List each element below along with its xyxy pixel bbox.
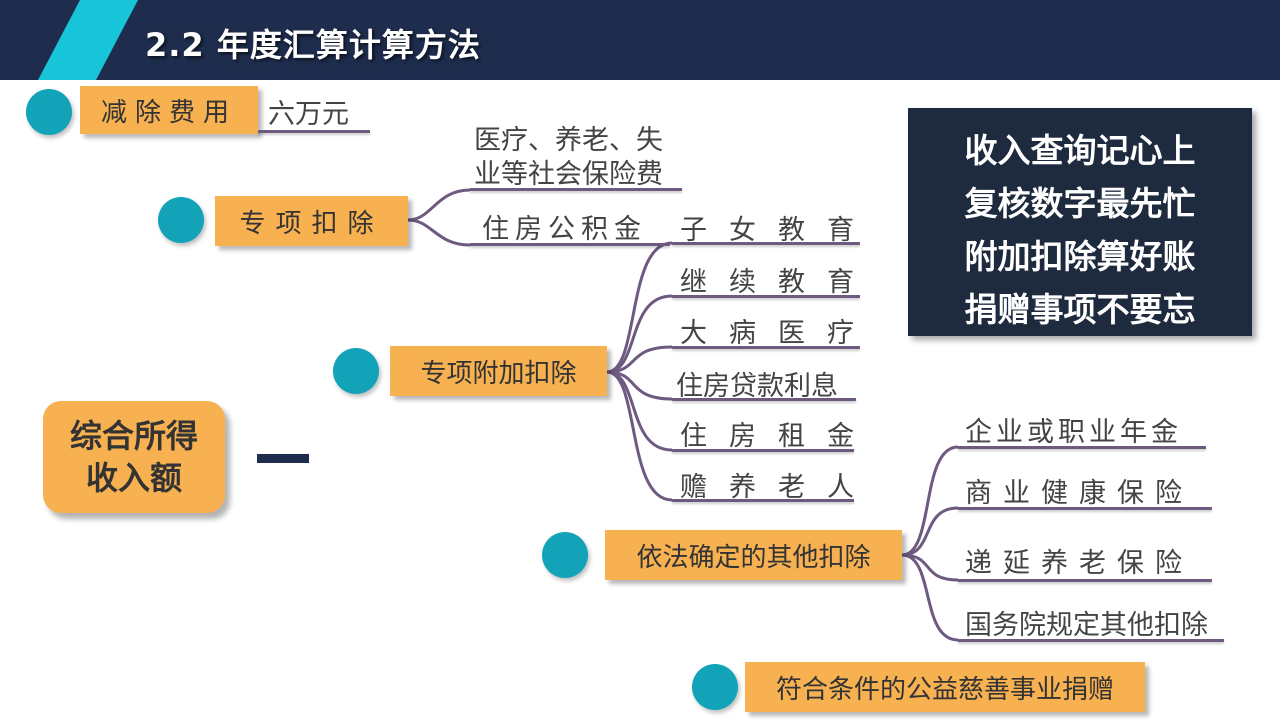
other-state-council: 国务院规定其他扣除 [965, 610, 1208, 641]
underline-state-council [958, 639, 1224, 642]
main-income-line1: 综合所得 [69, 417, 198, 455]
mnemonic-line-2: 复核数字最先忙 [964, 184, 1196, 223]
underline-mortgage-interest [672, 398, 856, 401]
box-other-deduction: 依法确定的其他扣除 [605, 530, 902, 580]
main-income-line2: 收入额 [85, 459, 182, 497]
mnemonic-line-4: 捐赠事项不要忘 [964, 290, 1196, 329]
additional-rent: 住房租金 [680, 421, 876, 452]
bullet-dot-donation [692, 664, 738, 710]
bullet-dot-special [158, 197, 204, 243]
underline-reduce [258, 130, 370, 133]
page-title: 2.2 年度汇算计算方法 [145, 26, 481, 64]
additional-continuing-education: 继续教育 [680, 267, 876, 298]
underline-child-education [672, 242, 860, 245]
underline-continuing-education [672, 295, 860, 298]
special-sub-housing-fund: 住房公积金 [482, 214, 647, 245]
box-special-deduction: 专项扣除 [215, 196, 408, 246]
special-sub-insurance-line1: 医疗、养老、失 [474, 125, 663, 156]
additional-child-education: 子女教育 [680, 215, 876, 246]
underline-rent [672, 449, 854, 452]
bullet-dot-other [542, 532, 588, 578]
main-income-box: 综合所得 收入额 [43, 401, 225, 513]
underline-housing-fund [470, 243, 670, 246]
additional-mortgage-interest: 住房贷款利息 [676, 371, 838, 402]
additional-medical: 大病医疗 [680, 318, 876, 349]
box-additional-deduction: 专项附加扣除 [390, 346, 607, 396]
underline-annuity [958, 446, 1206, 449]
bullet-dot-reduce [26, 89, 72, 135]
underline-medical [672, 346, 860, 349]
box-charity-donation: 符合条件的公益慈善事业捐赠 [745, 662, 1145, 712]
other-annuity: 企业或职业年金 [965, 417, 1182, 448]
underline-deferred-pension [958, 579, 1212, 582]
underline-health-insurance [958, 507, 1212, 510]
special-sub-insurance-line2: 业等社会保险费 [474, 159, 663, 190]
mnemonic-line-1: 收入查询记心上 [964, 131, 1196, 170]
additional-elderly-support: 赡养老人 [680, 472, 876, 503]
bullet-dot-additional [333, 348, 379, 394]
mnemonic-box: 收入查询记心上 复核数字最先忙 附加扣除算好账 捐赠事项不要忘 [908, 108, 1252, 336]
mnemonic-line-3: 附加扣除算好账 [964, 237, 1196, 276]
value-sixty-thousand: 六万元 [268, 99, 349, 130]
underline-elderly-support [672, 499, 854, 502]
header-bar [0, 0, 1280, 80]
box-reduce-expense: 减除费用 [80, 86, 258, 134]
minus-sign [257, 454, 309, 463]
underline-insurance [470, 188, 682, 191]
other-deferred-pension: 递延养老保险 [965, 548, 1193, 579]
other-health-insurance: 商业健康保险 [965, 478, 1193, 509]
